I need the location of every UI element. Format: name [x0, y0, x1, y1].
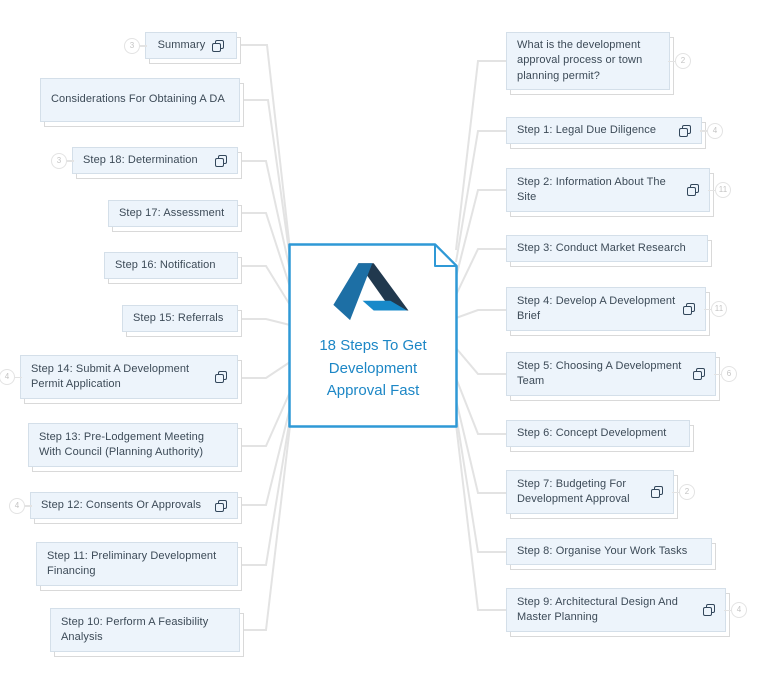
node-label: What is the development approval process… [517, 39, 643, 82]
node-step-14[interactable]: 4 Step 14: Submit A Development Permit A… [0, 355, 238, 399]
node-label: Step 2: Information About The Site [517, 175, 666, 203]
copy-icon [215, 371, 227, 383]
collapsed-children-badge[interactable]: 2 [672, 484, 695, 500]
node-label: Step 6: Concept Development [517, 427, 667, 439]
node-step-1[interactable]: Step 1: Legal Due Diligence 4 [506, 117, 723, 145]
node-step-11[interactable]: Step 11: Preliminary Development Financi… [36, 542, 238, 586]
node-step-3[interactable]: Step 3: Conduct Market Research [506, 235, 708, 263]
node-considerations-da[interactable]: Considerations For Obtaining A DA [40, 78, 240, 122]
copy-icon [215, 499, 227, 512]
node-label: Step 1: Legal Due Diligence [517, 124, 657, 136]
node-label: Step 3: Conduct Market Research [517, 242, 686, 254]
node-step-6[interactable]: Step 6: Concept Development [506, 420, 690, 448]
node-step-8[interactable]: Step 8: Organise Your Work Tasks [506, 538, 712, 566]
node-label: Step 10: Perform A Feasibility Analysis [61, 615, 209, 643]
copy-icon [683, 303, 695, 315]
copy-icon [651, 486, 663, 498]
collapsed-children-badge[interactable]: 4 [724, 602, 747, 618]
node-summary[interactable]: 3 Summary [124, 32, 237, 60]
node-label: Step 17: Assessment [119, 207, 225, 219]
collapsed-children-badge[interactable]: 11 [708, 182, 731, 198]
node-label: Step 14: Submit A Development Permit App… [31, 362, 190, 390]
collapsed-children-badge[interactable]: 3 [51, 152, 74, 169]
node-step-5[interactable]: Step 5: Choosing A Development Team 6 [506, 352, 737, 396]
node-label: Considerations For Obtaining A DA [51, 93, 225, 106]
node-step-13[interactable]: Step 13: Pre-Lodgement Meeting With Coun… [28, 423, 238, 467]
collapsed-children-badge[interactable]: 3 [124, 37, 147, 54]
node-step-7[interactable]: Step 7: Budgeting For Development Approv… [506, 470, 695, 514]
dog-ear-card-frame [288, 243, 458, 428]
node-step-16[interactable]: Step 16: Notification [104, 252, 238, 280]
node-step-4[interactable]: Step 4: Develop A Development Brief 11 [506, 287, 727, 331]
collapsed-children-badge[interactable]: 4 [700, 122, 723, 139]
node-step-18[interactable]: 3 Step 18: Determination [51, 147, 238, 175]
node-step-10[interactable]: Step 10: Perform A Feasibility Analysis [50, 608, 240, 652]
copy-icon [693, 368, 705, 380]
node-step-9[interactable]: Step 9: Architectural Design And Master … [506, 588, 747, 632]
collapsed-children-badge[interactable]: 4 [0, 369, 22, 385]
node-step-12[interactable]: 4 Step 12: Consents Or Approvals [9, 492, 238, 520]
collapsed-children-badge[interactable]: 4 [9, 497, 32, 514]
node-step-2[interactable]: Step 2: Information About The Site 11 [506, 168, 731, 212]
copy-icon [679, 124, 691, 137]
node-label: Step 13: Pre-Lodgement Meeting With Coun… [39, 430, 205, 458]
node-label: Summary [157, 39, 206, 51]
node-label: Step 5: Choosing A Development Team [517, 359, 682, 387]
node-step-17[interactable]: Step 17: Assessment [108, 200, 238, 228]
node-label: Step 7: Budgeting For Development Approv… [517, 477, 630, 505]
collapsed-children-badge[interactable]: 6 [714, 366, 737, 382]
a-ribbon-logo-icon [333, 263, 409, 321]
node-label: Step 9: Architectural Design And Master … [517, 595, 678, 623]
node-label: Step 18: Determination [83, 154, 198, 166]
node-label: Step 15: Referrals [133, 312, 224, 324]
node-label: Step 16: Notification [115, 259, 216, 271]
node-step-15[interactable]: Step 15: Referrals [122, 305, 238, 333]
node-label: Step 12: Consents Or Approvals [41, 499, 202, 511]
copy-icon [215, 154, 227, 167]
node-label: Step 8: Organise Your Work Tasks [517, 545, 688, 557]
node-what-is-development-approval[interactable]: What is the development approval process… [506, 32, 691, 90]
central-topic-title: 18 Steps To Get Development Approval Fas… [319, 337, 427, 399]
copy-icon [212, 39, 225, 52]
node-label: Step 11: Preliminary Development Financi… [47, 549, 217, 577]
central-topic-node[interactable]: 18 Steps To Get Development Approval Fas… [288, 243, 458, 428]
collapsed-children-badge[interactable]: 11 [704, 301, 727, 317]
node-label: Step 4: Develop A Development Brief [517, 294, 676, 322]
copy-icon [687, 184, 699, 196]
collapsed-children-badge[interactable]: 2 [668, 53, 691, 69]
copy-icon [703, 604, 715, 616]
